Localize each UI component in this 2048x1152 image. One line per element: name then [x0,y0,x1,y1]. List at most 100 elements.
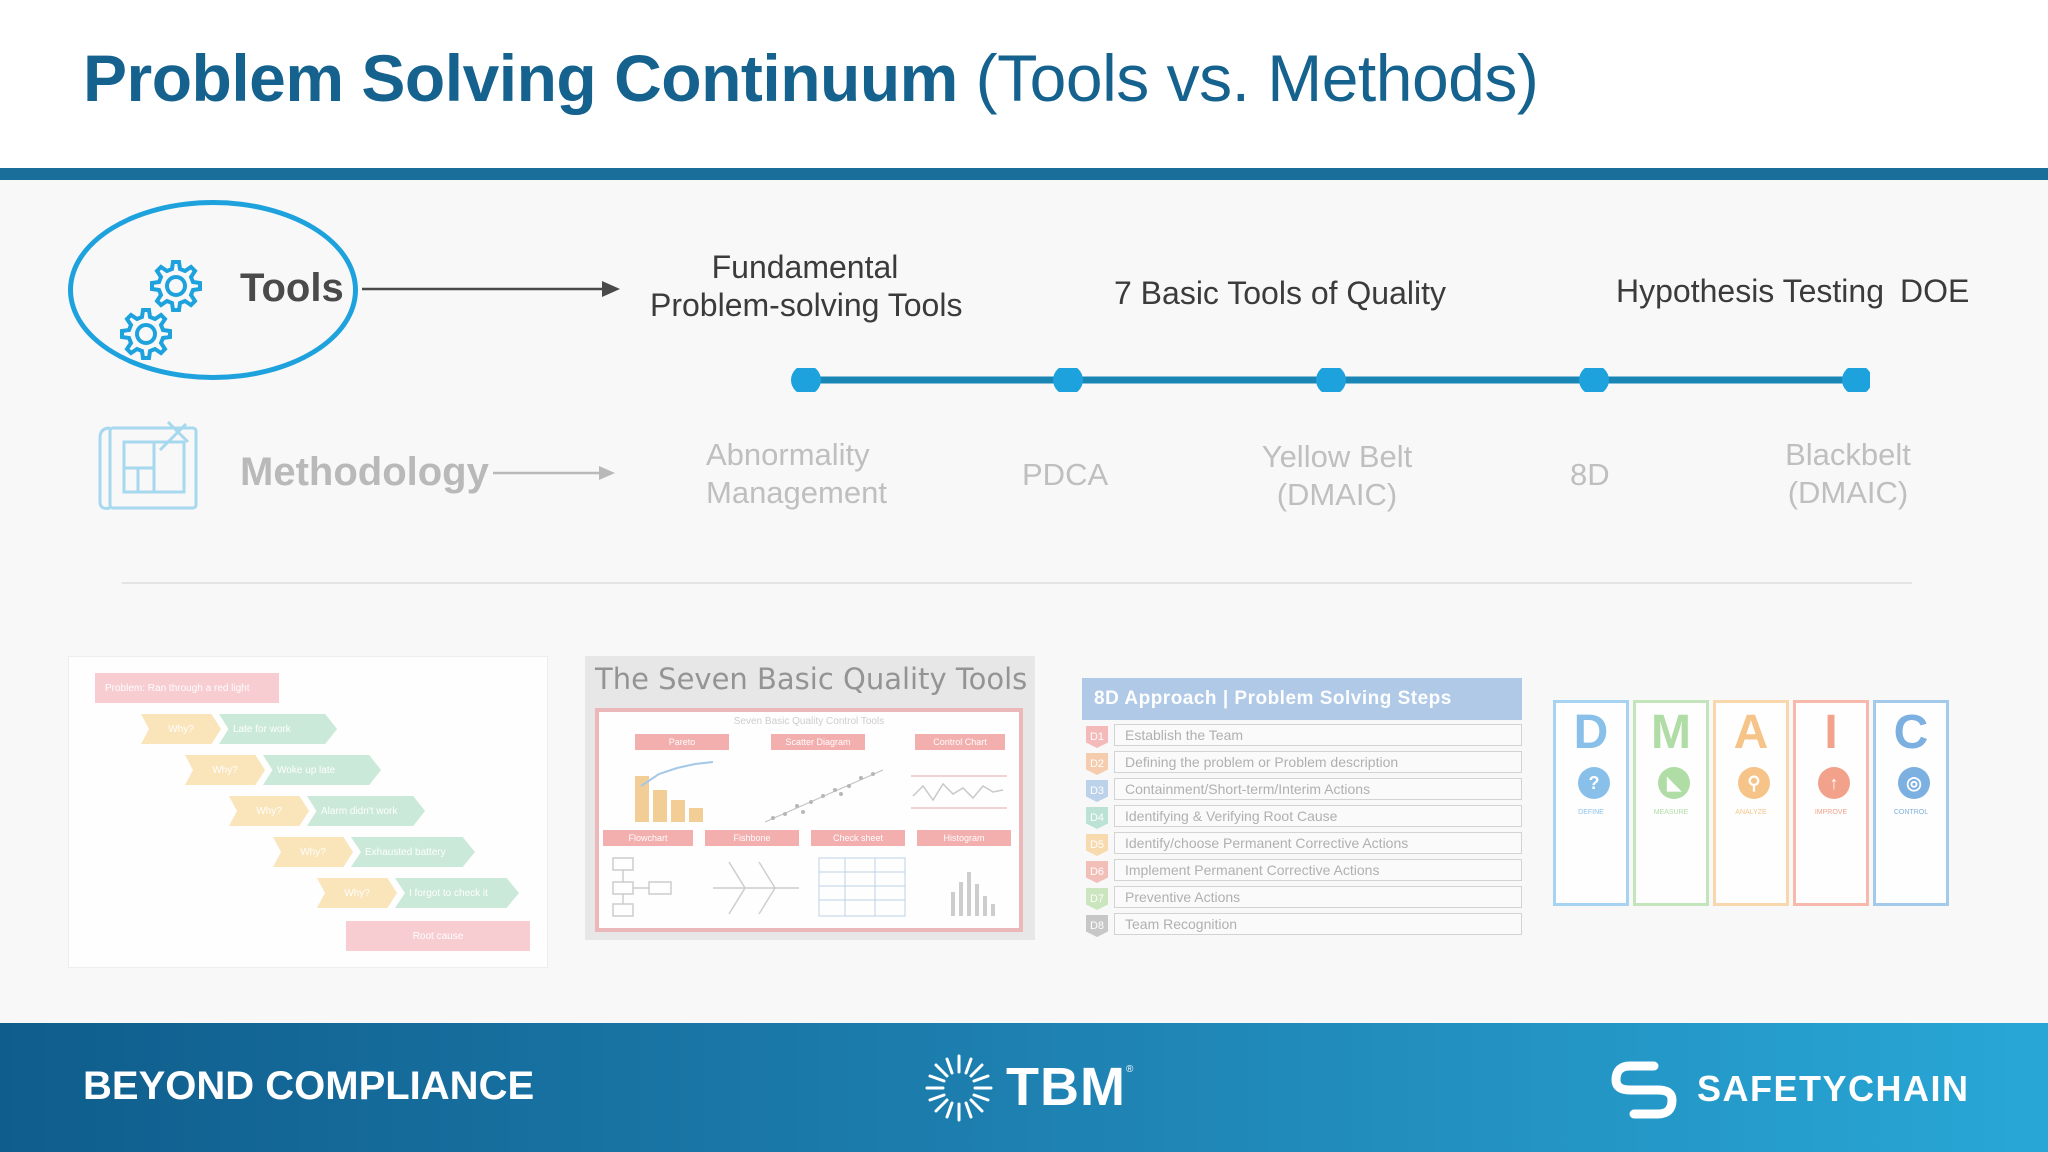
flowchart-icon [612,857,672,917]
fishbone-icon [713,861,799,915]
eight-d-header: 8D Approach | Problem Solving Steps [1082,678,1522,720]
arrow-up-icon: ↑ [1818,767,1850,799]
seven-tools-panel: Seven Basic Quality Control Tools Pareto… [595,708,1023,932]
dmaic-letter: D [1573,706,1609,759]
eight-d-thumbnail: 8D Approach | Problem Solving Steps D1 E… [1082,678,1522,942]
eight-d-step: Establish the Team [1114,724,1522,746]
five-why-answer: Alarm didn't work [307,796,425,826]
timeline-node [791,368,821,392]
magnifier-icon: ⚲ [1738,767,1770,799]
dmaic-letter: M [1651,706,1691,759]
dmaic-column-control: C ◎ CONTROL [1873,700,1949,906]
timeline-node [1579,368,1609,392]
dmaic-caption: MEASURE [1653,809,1689,816]
title-bold: Problem Solving Continuum [83,41,958,115]
seven-tools-check-sheet: Check sheet [811,830,905,846]
methodology-label: Methodology [240,450,489,494]
seven-tools-subtitle: Seven Basic Quality Control Tools [733,716,885,727]
blueprint-icon [98,420,198,510]
header-rule [0,168,2048,180]
tbm-trademark: ® [1126,1064,1134,1075]
method-item-8d: 8D [1570,457,1610,492]
eight-d-step: Identifying & Verifying Root Cause [1114,805,1522,827]
eight-d-step: Identify/choose Permanent Corrective Act… [1114,832,1522,854]
five-why-answer: Late for work [219,714,337,744]
eight-d-step: Containment/Short-term/Interim Actions [1114,778,1522,800]
tbm-logo-icon [925,1054,993,1122]
five-why-why: Why? [185,755,265,785]
method-item-line1: Yellow Belt [1261,439,1413,474]
tool-item-7-basic-tools: 7 Basic Tools of Quality [1113,275,1446,311]
five-why-answer: I forgot to check it [395,878,519,908]
seven-tools-histogram: Histogram [917,830,1011,846]
tools-label: Tools [240,266,344,310]
dmaic-letter: I [1824,706,1838,759]
tool-item-hypothesis-testing: Hypothesis Testing [1616,273,1884,309]
dmaic-caption: ANALYZE [1735,809,1767,816]
seven-tools-control: Control Chart [915,734,1005,750]
eight-d-step: Team Recognition [1114,913,1522,935]
eight-d-step: Defining the problem or Problem descript… [1114,751,1522,773]
dmaic-column-analyze: A ⚲ ANALYZE [1713,700,1789,906]
timeline-node [1842,368,1870,392]
timeline-node [1053,368,1083,392]
seven-tools-scatter: Scatter Diagram [771,734,865,750]
tbm-logo-text: TBM [1006,1057,1126,1117]
tool-item-line2: Problem-solving Tools [650,287,963,323]
target-icon: ◎ [1898,767,1930,799]
five-why-problem: Problem: Ran through a red light [95,673,279,703]
method-item-line2: (DMAIC) [1787,475,1909,510]
method-item-line1: Abnormality [706,437,870,472]
dmaic-thumbnail: D ? DEFINE M ◣ MEASURE A ⚲ ANALYZE I ↑ I… [1553,700,1953,910]
ruler-icon: ◣ [1658,767,1690,799]
check-sheet-icon [818,857,906,917]
eight-d-tab: D3 [1086,780,1108,802]
pareto-chart-icon [635,761,714,822]
footer-tagline: BEYOND COMPLIANCE [83,1064,535,1108]
five-why-root-cause: Root cause [346,921,530,951]
continuum-timeline [791,368,1870,392]
dmaic-column-define: D ? DEFINE [1553,700,1629,906]
method-item-abnormality: Abnormality Management [706,436,887,512]
seven-tools-pareto: Pareto [635,734,729,750]
eight-d-tab: D6 [1086,861,1108,883]
question-icon: ? [1578,767,1610,799]
five-why-answer: Woke up late [263,755,381,785]
dmaic-caption: IMPROVE [1814,809,1848,816]
dmaic-letter: C [1893,706,1929,759]
safetychain-logo-text: SAFETYCHAIN [1697,1068,1970,1109]
timeline-node [1316,368,1346,392]
seven-tools-fishbone: Fishbone [705,830,799,846]
histogram-icon [951,872,995,916]
scatter-chart-icon [764,769,884,823]
eight-d-tab: D5 [1086,834,1108,856]
tool-item-fundamental: Fundamental Problem-solving Tools [650,248,963,324]
title-light: (Tools vs. Methods) [975,41,1539,115]
method-item-line1: Blackbelt [1785,437,1911,472]
method-item-pdca: PDCA [1022,457,1109,492]
method-item-yellow-belt: Yellow Belt (DMAIC) [1230,438,1444,514]
safetychain-logo-icon [1611,1061,1677,1119]
control-chart-icon [911,775,1007,809]
tools-arrow-icon [362,281,620,297]
tool-item-doe: DOE [1900,273,1970,309]
eight-d-tab: D1 [1086,726,1108,748]
five-why-why: Why? [273,837,353,867]
section-divider [122,582,1912,584]
five-why-why: Why? [229,796,309,826]
dmaic-letter: A [1733,706,1769,759]
method-item-blackbelt: Blackbelt (DMAIC) [1778,436,1918,512]
eight-d-tab: D8 [1086,915,1108,937]
dmaic-caption: CONTROL [1893,809,1929,816]
five-why-answer: Exhausted battery [351,837,475,867]
gear-icon [150,260,202,312]
eight-d-tab: D4 [1086,807,1108,829]
dmaic-column-measure: M ◣ MEASURE [1633,700,1709,906]
seven-tools-thumbnail: The Seven Basic Quality Tools Seven Basi… [585,656,1035,940]
tools-highlight-ellipse [68,200,358,380]
gear-icon [120,308,172,360]
five-why-why: Why? [317,878,397,908]
seven-tools-flowchart: Flowchart [603,830,693,846]
method-item-line2: Management [706,475,887,510]
dmaic-column-improve: I ↑ IMPROVE [1793,700,1869,906]
